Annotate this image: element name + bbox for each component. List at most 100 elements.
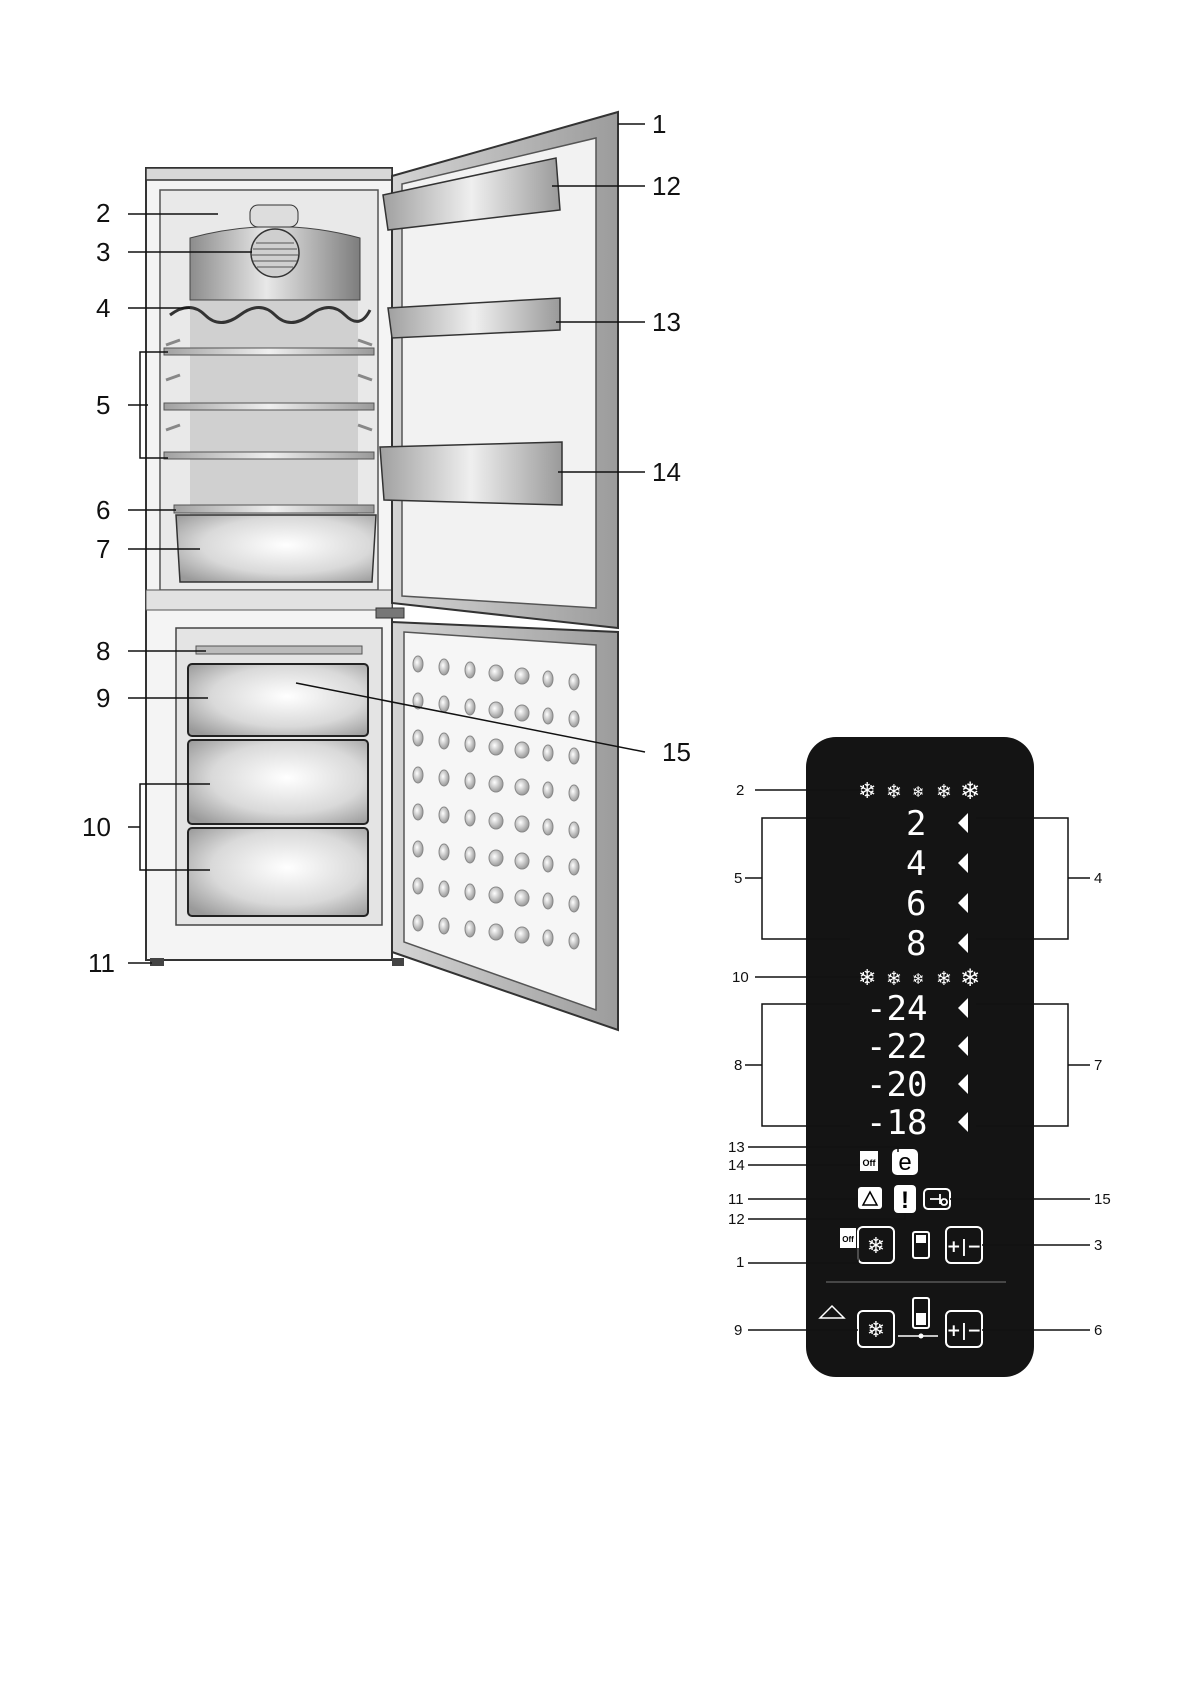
door-dimple [515,779,529,795]
door-dimple [569,859,579,875]
freezer-temp-minus18: -18 [866,1103,927,1143]
door-dimple [465,699,475,715]
callout-6: 6 [96,495,110,525]
door-dimple [439,770,449,786]
door-dimple [439,696,449,712]
door-dimple [489,850,503,866]
callout-3: 3 [96,237,110,267]
door-dimple [413,915,423,931]
door-dimple [489,887,503,903]
panel-callout-5: 5 [734,870,742,887]
callout-14: 14 [652,457,681,487]
door-dimple [413,878,423,894]
door-dimple [515,742,529,758]
panel-callout-4: 4 [1094,870,1102,887]
panel-callout-11: 11 [728,1191,744,1208]
door-dimple [569,933,579,949]
snowflake-icon: ❄ [858,779,876,804]
door-dimple [569,822,579,838]
panel-callout-1: 1 [736,1254,744,1271]
door-dimple [413,730,423,746]
callout-7: 7 [96,534,110,564]
compartment-divider [146,590,392,610]
door-dimple [515,668,529,684]
door-dimple [413,804,423,820]
freezer-drawer-top [188,664,368,736]
door-dimple [439,659,449,675]
panel-callout-6: 6 [1094,1322,1102,1339]
door-dimple [543,782,553,798]
door-dimple [515,927,529,943]
panel-callout-7: 7 [1094,1057,1102,1074]
snowflake-icon: ❄ [858,966,876,991]
off-indicator-label: Off [842,1235,854,1244]
callout-1: 1 [652,109,666,139]
callout-12: 12 [652,171,681,201]
plus-minus-label: +|− [947,1237,982,1257]
door-dimple [515,705,529,721]
fridge-temp-8: 8 [906,924,926,964]
callout-9: 9 [96,683,110,713]
door-dimple [439,844,449,860]
door-dimple [515,853,529,869]
snowflake-icon: ❄ [912,783,925,801]
panel-callout-14: 14 [728,1157,745,1174]
light-unit [250,205,298,227]
panel-callout-10: 10 [732,969,749,986]
door-dimple [515,890,529,906]
callout-4: 4 [96,293,110,323]
door-dimple [489,776,503,792]
door-dimple [515,816,529,832]
panel-callout-13: 13 [728,1139,745,1156]
door-dimple [465,773,475,789]
off-indicator-label: Off [863,1158,877,1168]
snowflake-icon: ❄ [912,970,925,988]
fridge-temp-4: 4 [906,844,926,884]
freezer-temp-minus20: -20 [866,1065,927,1105]
crisper-cover [174,505,374,513]
cabinet-top [146,168,392,180]
door-dimple [439,807,449,823]
adjustable-foot [150,958,164,966]
crisper-drawer [176,515,376,582]
plus-minus-label: +|− [947,1321,982,1341]
eco-symbol: e [898,1149,911,1176]
glass-shelf [164,348,374,355]
door-dimple [465,884,475,900]
callout-5: 5 [96,390,110,420]
callout-2: 2 [96,198,110,228]
callout-10: 10 [82,812,111,842]
door-dimple [413,767,423,783]
door-dimple [465,847,475,863]
snowflake-icon: ❄ [886,968,902,990]
door-dimple [413,841,423,857]
door-dimple [543,745,553,761]
alarm-symbol: ! [901,1187,909,1214]
freezer-drawer-bottom [188,828,368,916]
door-dimple [489,665,503,681]
snowflake-icon: ❄ [867,1234,885,1259]
panel-callout-9: 9 [734,1322,742,1339]
door-rack-lower [380,442,562,505]
panel-callout-12: 12 [728,1211,745,1228]
door-dimple [489,813,503,829]
freezer-temp-minus24: -24 [866,989,927,1029]
door-dimple [543,708,553,724]
control-panel: ❄ ❄ ❄ ❄ ❄ 2 4 6 8 ❄ ❄ ❄ ❄ ❄ [806,737,1034,1377]
callout-15: 15 [662,737,691,767]
snowflake-icon: ❄ [867,1318,885,1343]
snowflake-icon: ❄ [936,968,952,990]
panel-callout-15: 15 [1094,1191,1111,1208]
door-dimple [465,736,475,752]
snowflake-icon: ❄ [936,781,952,803]
door-dimple [439,881,449,897]
door-dimple [543,930,553,946]
panel-callout-2: 2 [736,782,744,799]
snowflake-icon: ❄ [886,781,902,803]
door-dimple [489,924,503,940]
door-dimple [569,896,579,912]
callout-11: 11 [88,948,115,978]
door-dimple [489,702,503,718]
